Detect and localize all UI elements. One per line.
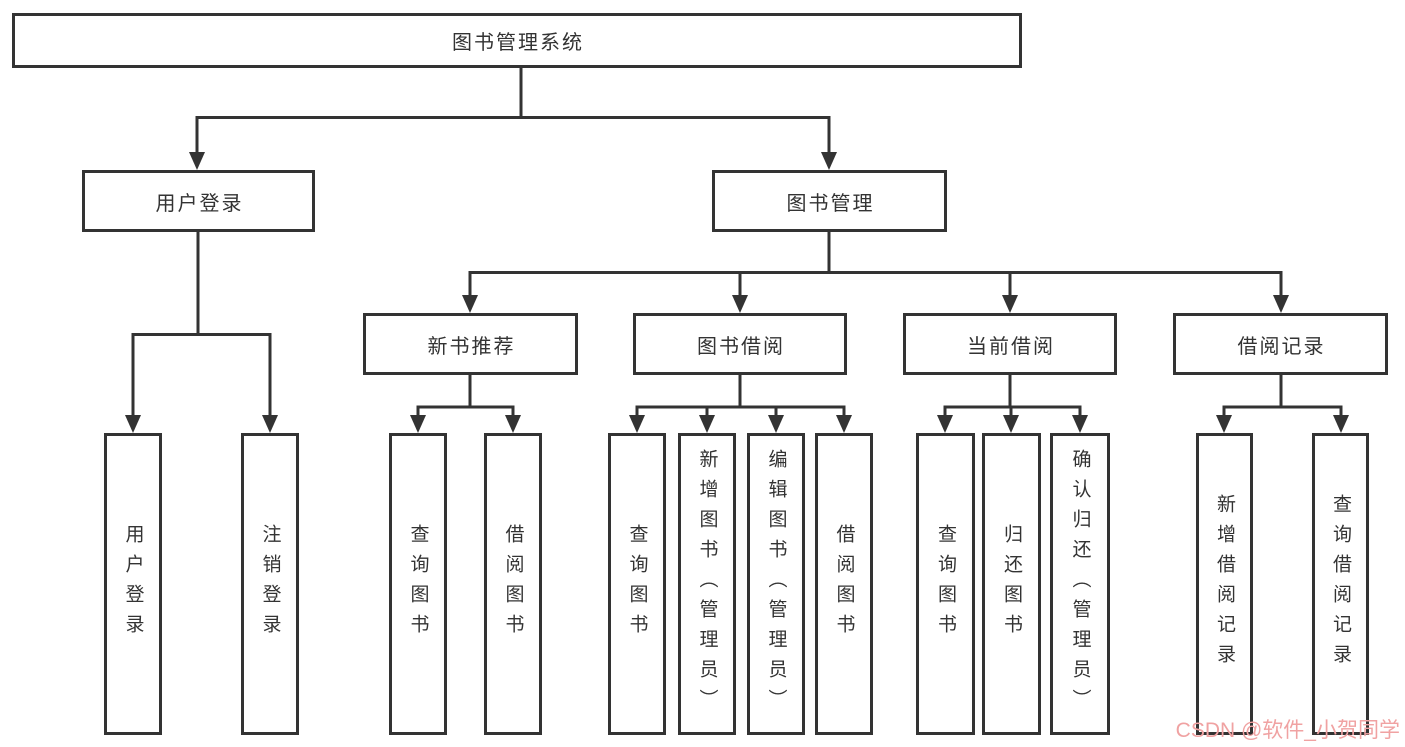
node-book-management: 图书管理 [712,170,947,232]
csdn-watermark: CSDN @软件_小贺同学 [1175,719,1400,742]
leaf-current-return-books: 归还图书 [982,433,1041,735]
leaf-user-login-label: 用户登录 [122,524,144,644]
leaf-borrow-borrow-books: 借阅图书 [815,433,873,735]
node-book-management-label: 图书管理 [786,192,875,215]
node-root: 图书管理系统 [12,13,1022,68]
leaf-logout: 注销登录 [241,433,299,735]
leaf-borrow-edit-books-admin-label: 编辑图书（管理员） [765,449,787,719]
node-book-borrow-label: 图书借阅 [697,335,785,358]
leaf-borrow-add-books-admin: 新增图书（管理员） [678,433,736,735]
arrowhead-group [125,152,1349,433]
node-user-login: 用户登录 [82,170,315,232]
node-new-book-recommend: 新书推荐 [363,313,578,375]
leaf-current-return-books-label: 归还图书 [1001,524,1022,644]
leaf-records-add-record-label: 新增借阅记录 [1214,494,1235,674]
leaf-newbook-query-books-label: 查询图书 [407,524,429,644]
leaf-user-login: 用户登录 [104,433,162,735]
node-user-login-label: 用户登录 [155,192,244,215]
leaf-logout-label: 注销登录 [259,524,281,644]
leaf-borrow-edit-books-admin: 编辑图书（管理员） [747,433,805,735]
node-new-book-recommend-label: 新书推荐 [427,335,516,358]
leaf-current-query-books: 查询图书 [916,433,975,735]
node-borrow-records-label: 借阅记录 [1237,335,1326,358]
leaf-current-confirm-return-admin: 确认归还（管理员） [1050,433,1110,735]
node-borrow-records: 借阅记录 [1173,313,1388,375]
node-root-label: 图书管理系统 [452,32,584,54]
leaf-newbook-borrow-books-label: 借阅图书 [502,524,524,644]
leaf-newbook-borrow-books: 借阅图书 [484,433,542,735]
leaf-current-query-books-label: 查询图书 [935,524,956,644]
leaf-newbook-query-books: 查询图书 [389,433,447,735]
leaf-records-query-record: 查询借阅记录 [1312,433,1369,735]
leaf-borrow-add-books-admin-label: 新增图书（管理员） [696,449,718,719]
leaf-borrow-query-books-label: 查询图书 [626,524,648,644]
node-current-borrow: 当前借阅 [903,313,1117,375]
leaf-borrow-query-books: 查询图书 [608,433,666,735]
leaf-borrow-borrow-books-label: 借阅图书 [833,524,855,644]
node-book-borrow: 图书借阅 [633,313,847,375]
leaf-records-add-record: 新增借阅记录 [1196,433,1253,735]
node-current-borrow-label: 当前借阅 [967,335,1055,358]
leaf-current-confirm-return-admin-label: 确认归还（管理员） [1069,449,1091,719]
leaf-records-query-record-label: 查询借阅记录 [1330,494,1351,674]
